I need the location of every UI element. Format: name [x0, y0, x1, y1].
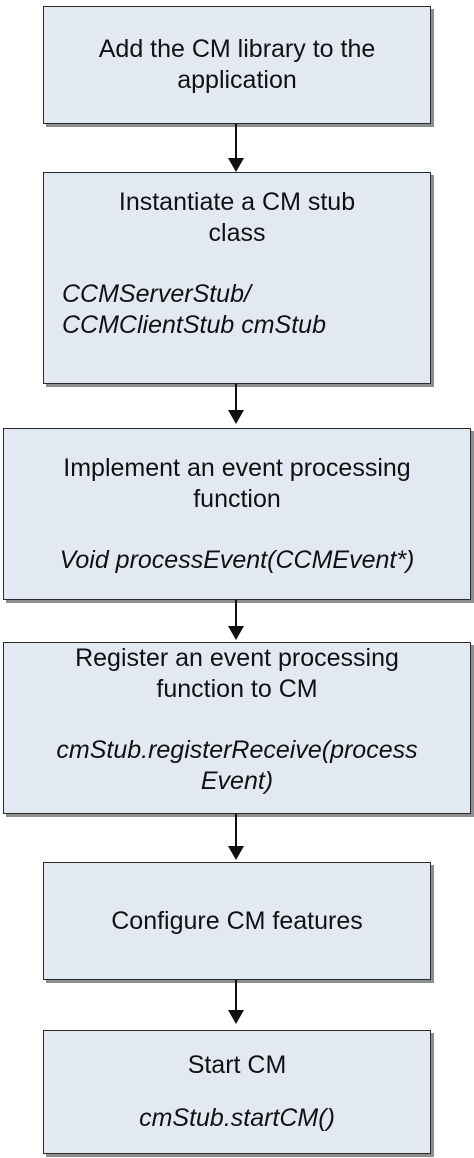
step-register-event-function: Register an event processing function to… — [3, 642, 471, 814]
flow-arrow — [235, 814, 237, 848]
flow-arrow — [235, 124, 237, 160]
step-title-line: Add the CM library to the — [98, 35, 376, 63]
arrowhead-icon — [228, 846, 244, 860]
arrowhead-icon — [228, 158, 244, 172]
step-code-line: Void processEvent(CCMEvent*) — [59, 545, 415, 574]
arrowhead-icon — [228, 410, 244, 424]
arrowhead-icon — [228, 1010, 244, 1024]
step-code-line: CCMClientStub cmStub — [62, 311, 326, 339]
step-code-line: cmStub.startCM() — [139, 1104, 335, 1132]
step-configure-features: Configure CM features — [43, 862, 431, 980]
step-title-line: class — [208, 219, 266, 247]
step-code-line: CCMServerStub/ — [62, 280, 251, 308]
arrowhead-icon — [228, 626, 244, 640]
step-title-line: Configure CM features — [111, 906, 363, 935]
step-title-line: Instantiate a CM stub — [118, 188, 356, 216]
step-title-line: function to CM — [156, 675, 318, 703]
step-instantiate-stub: Instantiate a CM stub class CCMServerStu… — [43, 172, 431, 384]
step-title-line: Start CM — [187, 1051, 287, 1079]
step-title-line: Implement an event processing — [63, 453, 411, 482]
step-title-line: application — [177, 66, 297, 94]
step-add-cm-library: Add the CM library to the application — [43, 6, 431, 124]
step-implement-event-function: Implement an event processing function V… — [3, 428, 471, 600]
flow-arrow — [235, 980, 237, 1012]
step-start-cm: Start CM cmStub.startCM() — [43, 1030, 431, 1154]
step-code-line: cmStub.registerReceive(process — [56, 736, 418, 764]
step-title-line: Register an event processing — [75, 644, 399, 672]
flow-arrow — [235, 600, 237, 628]
flow-arrow — [235, 384, 237, 412]
step-code-line: Event) — [200, 767, 274, 795]
step-title-line: function — [193, 484, 281, 513]
